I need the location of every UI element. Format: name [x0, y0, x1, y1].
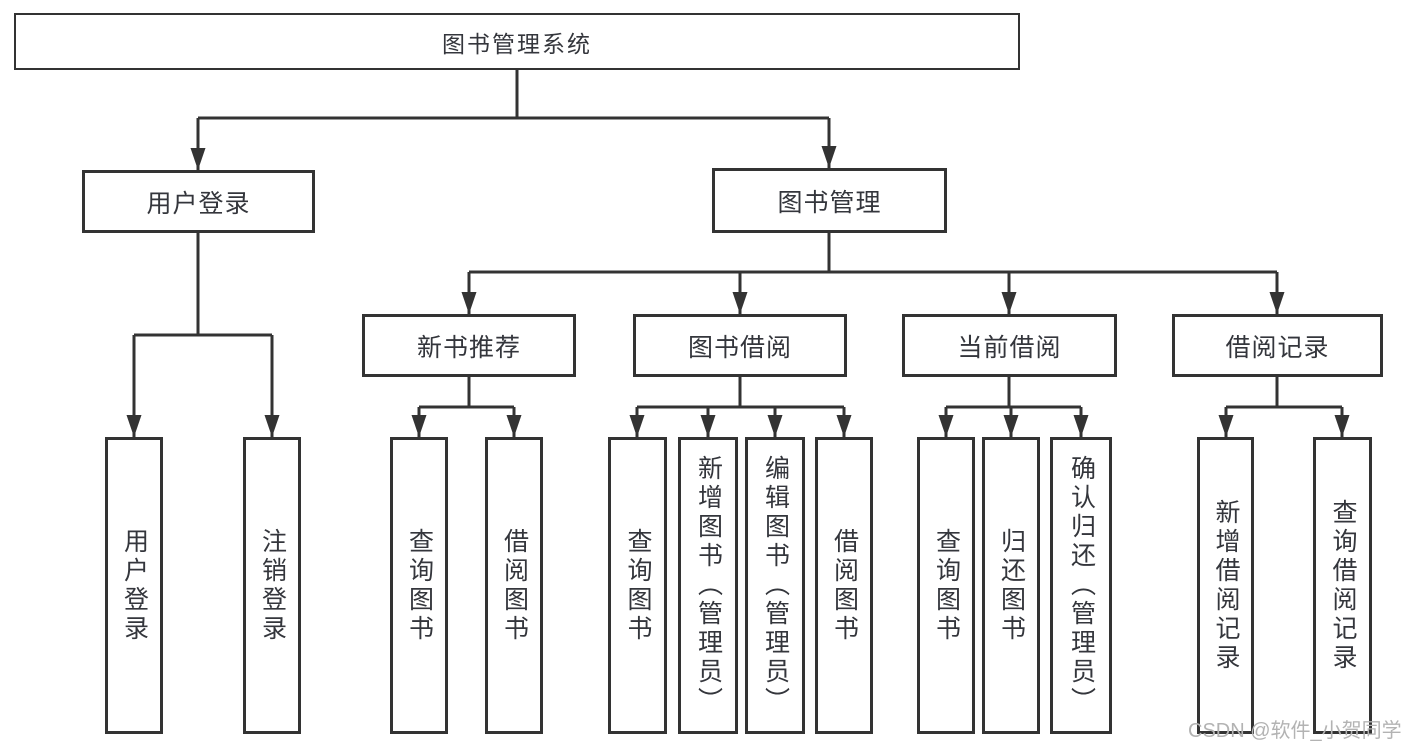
leaf-label: 归还图书: [997, 527, 1026, 644]
csdn-watermark: CSDN @软件_小贺同学: [1188, 720, 1402, 742]
node-root-library-system: 图书管理系统: [14, 13, 1020, 70]
connector-trunks: [134, 70, 1342, 409]
node-new-book-recommend: 新书推荐: [362, 314, 576, 377]
node-user-login: 用户登录: [82, 170, 315, 233]
leaf-label: 新增图书（管理员）: [694, 455, 723, 716]
node-borrow-records: 借阅记录: [1172, 314, 1383, 377]
leaf-label: 注销登录: [258, 527, 287, 644]
node-leaf-add-borrow-record: 新增借阅记录: [1197, 437, 1254, 734]
node-leaf-query-book-1: 查询图书: [390, 437, 448, 734]
node-leaf-confirm-return-admin: 确认归还（管理员）: [1050, 437, 1112, 734]
node-leaf-query-book-3: 查询图书: [917, 437, 975, 734]
node-leaf-query-book-2: 查询图书: [608, 437, 667, 734]
leaf-label: 查询借阅记录: [1329, 498, 1357, 673]
node-book-borrow: 图书借阅: [633, 314, 847, 377]
leaf-label: 编辑图书（管理员）: [761, 455, 790, 716]
node-current-borrow: 当前借阅: [902, 314, 1117, 377]
node-leaf-add-book-admin: 新增图书（管理员）: [678, 437, 738, 734]
node-leaf-borrow-book-2: 借阅图书: [815, 437, 873, 734]
leaf-label: 确认归还（管理员）: [1067, 455, 1096, 716]
node-book-management: 图书管理: [712, 168, 947, 233]
connector-arrows: [126, 118, 1350, 437]
node-leaf-query-borrow-record: 查询借阅记录: [1313, 437, 1372, 734]
node-leaf-return-book: 归还图书: [982, 437, 1040, 734]
leaf-label: 查询图书: [624, 527, 652, 644]
node-leaf-user-login: 用户登录: [105, 437, 163, 734]
leaf-label: 借阅图书: [830, 527, 859, 644]
leaf-label: 查询图书: [405, 527, 434, 644]
leaf-label: 用户登录: [120, 527, 149, 644]
node-leaf-logout: 注销登录: [243, 437, 301, 734]
leaf-label: 查询图书: [932, 527, 961, 644]
leaf-label: 新增借阅记录: [1212, 498, 1240, 673]
leaf-label: 借阅图书: [500, 527, 529, 644]
node-leaf-borrow-book-1: 借阅图书: [485, 437, 543, 734]
node-leaf-edit-book-admin: 编辑图书（管理员）: [745, 437, 805, 734]
